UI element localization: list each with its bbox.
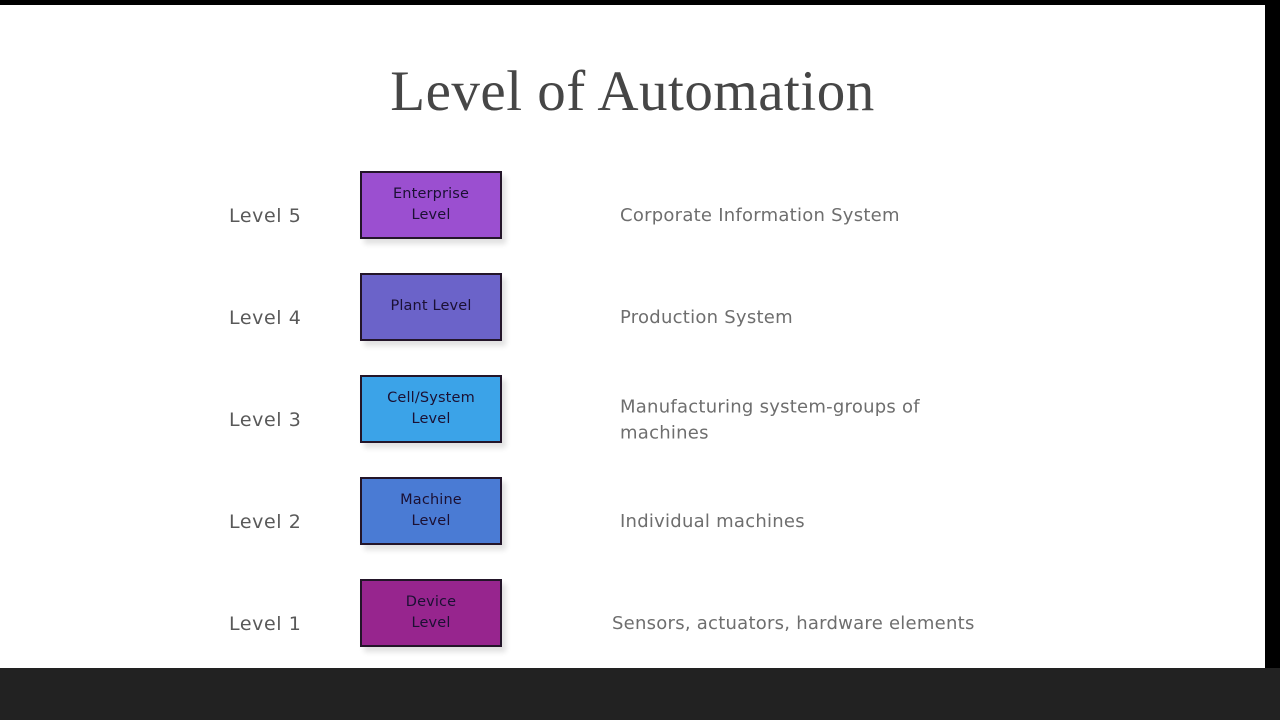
level-description-5: Corporate Information System [620, 205, 900, 227]
level-row: Level 4 Plant Level Production System [0, 267, 1265, 369]
level-box-3[interactable]: Cell/System Level [360, 375, 502, 443]
level-box-2[interactable]: Machine Level [360, 477, 502, 545]
level-box-line2-1: Level [411, 615, 451, 631]
level-description-1: Sensors, actuators, hardware elements [612, 613, 975, 635]
level-row: Level 2 Machine Level Individual machine… [0, 471, 1265, 573]
level-label-5: Level 5 [229, 205, 302, 227]
level-label-1: Level 1 [229, 613, 302, 635]
level-description-2: Individual machines [620, 511, 805, 533]
automation-level-list: Level 5 Enterprise Level Corporate Infor… [0, 165, 1265, 675]
level-row: Level 1 Device Level Sensors, actuators,… [0, 573, 1265, 675]
level-label-3: Level 3 [229, 409, 302, 431]
level-box-label-2: Machine Level [396, 490, 466, 532]
level-box-line2-5: Level [411, 207, 451, 223]
level-box-line1-5: Enterprise [392, 185, 470, 202]
level-box-label-1: Device Level [402, 592, 461, 634]
top-letterbox-bar [0, 0, 1280, 5]
level-description-3: Manufacturing system-groups of machines [620, 396, 920, 443]
slide-canvas: Level of Automation Level 5 Enterprise L… [0, 5, 1265, 668]
level-row: Level 3 Cell/System Level Manufacturing … [0, 369, 1265, 471]
level-box-1[interactable]: Device Level [360, 579, 502, 647]
level-box-line2-2: Level [411, 513, 451, 529]
player-control-bar[interactable] [0, 668, 1280, 720]
level-box-line1-2: Machine [400, 491, 462, 508]
level-box-label-5: Enterprise Level [389, 184, 473, 226]
level-box-line2-3: Level [411, 411, 451, 427]
level-box-5[interactable]: Enterprise Level [360, 171, 502, 239]
level-row: Level 5 Enterprise Level Corporate Infor… [0, 165, 1265, 267]
level-box-4[interactable]: Plant Level [360, 273, 502, 341]
right-letterbox-bar [1265, 0, 1280, 720]
level-description-4: Production System [620, 307, 793, 329]
level-box-line1-1: Device [405, 593, 457, 610]
level-box-line1-4: Plant Level [390, 298, 472, 315]
level-box-label-4: Plant Level [386, 296, 475, 317]
page-title: Level of Automation [390, 60, 875, 123]
level-label-2: Level 2 [229, 511, 302, 533]
level-box-label-3: Cell/System Level [383, 388, 479, 430]
level-label-4: Level 4 [229, 307, 302, 329]
level-box-line1-3: Cell/System [387, 389, 475, 406]
